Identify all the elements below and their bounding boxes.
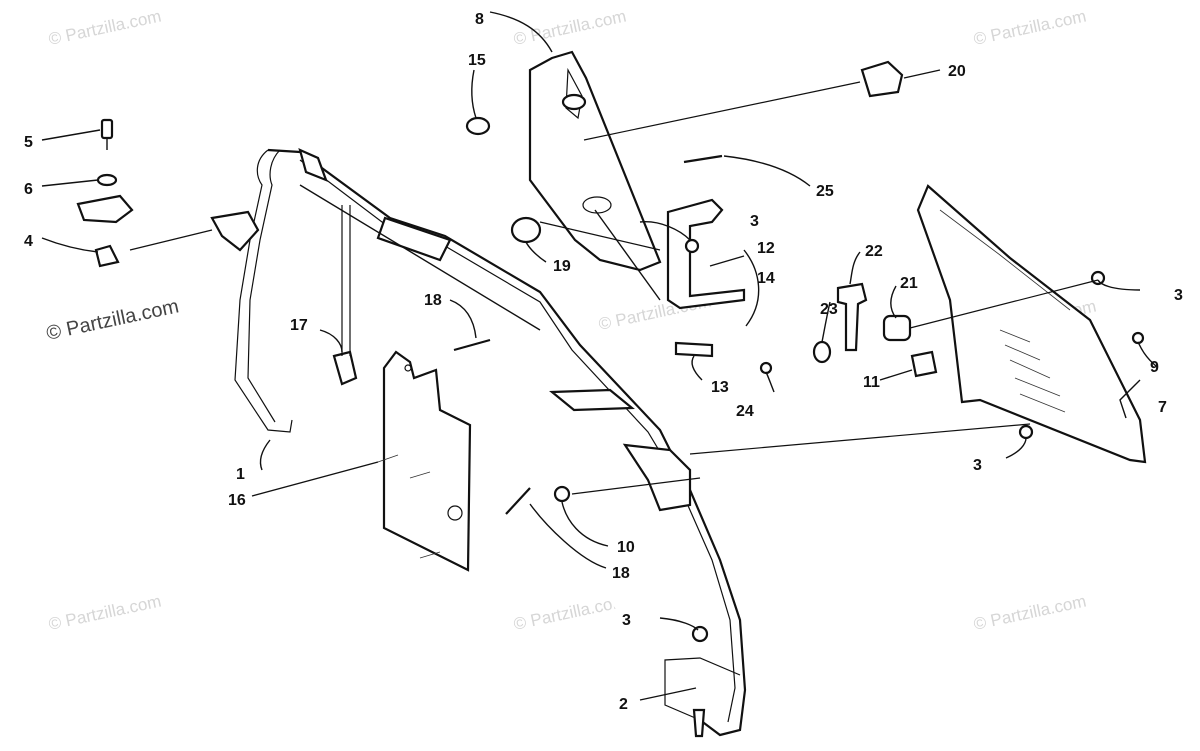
leader-lines	[41, 11, 1157, 701]
hardware	[76, 60, 1145, 738]
callout-1: 1	[236, 466, 245, 483]
callouts: 1 2 3 3 3 3 4 5 6 7 8 9 10 11 12 13 14 1…	[24, 11, 1183, 713]
mount-plate	[528, 50, 662, 301]
callout-10: 10	[617, 539, 635, 556]
callout-24: 24	[736, 403, 754, 420]
callout-16: 16	[228, 492, 246, 509]
callout-19: 19	[553, 258, 571, 275]
watermark-text: © Partzilla.com	[47, 7, 163, 49]
bracket-12	[666, 198, 746, 310]
side-shroud	[916, 184, 1147, 464]
callout-5: 5	[24, 134, 33, 151]
callout-15: 15	[468, 52, 486, 69]
callout-22: 22	[865, 243, 883, 260]
callout-23: 23	[820, 301, 838, 318]
callout-25: 25	[816, 183, 834, 200]
callout-18: 18	[424, 292, 442, 309]
callout-9: 9	[1150, 359, 1159, 376]
watermark-text: © Partzilla.com	[47, 592, 163, 634]
callout-8: 8	[475, 11, 484, 28]
callout-3: 3	[622, 612, 631, 629]
callout-14: 14	[757, 270, 775, 287]
callout-3: 3	[1174, 287, 1183, 304]
callout-4: 4	[24, 233, 33, 250]
callout-17: 17	[290, 317, 308, 334]
callout-3: 3	[973, 457, 982, 474]
callout-21: 21	[900, 275, 918, 292]
callout-18: 18	[612, 565, 630, 582]
callout-6: 6	[24, 181, 33, 198]
watermark-text: © Partzilla.com	[972, 592, 1088, 634]
callout-13: 13	[711, 379, 729, 396]
callout-7: 7	[1158, 399, 1167, 416]
callout-2: 2	[619, 696, 628, 713]
callout-3: 3	[750, 213, 759, 230]
back-plate	[377, 350, 472, 572]
watermark-text-main: © Partzilla.com	[44, 295, 180, 345]
watermark-text: © Partzilla.com	[972, 7, 1088, 49]
callout-20: 20	[948, 63, 966, 80]
callout-12: 12	[757, 240, 775, 257]
frame-tube	[210, 148, 747, 737]
callout-11: 11	[863, 374, 880, 391]
